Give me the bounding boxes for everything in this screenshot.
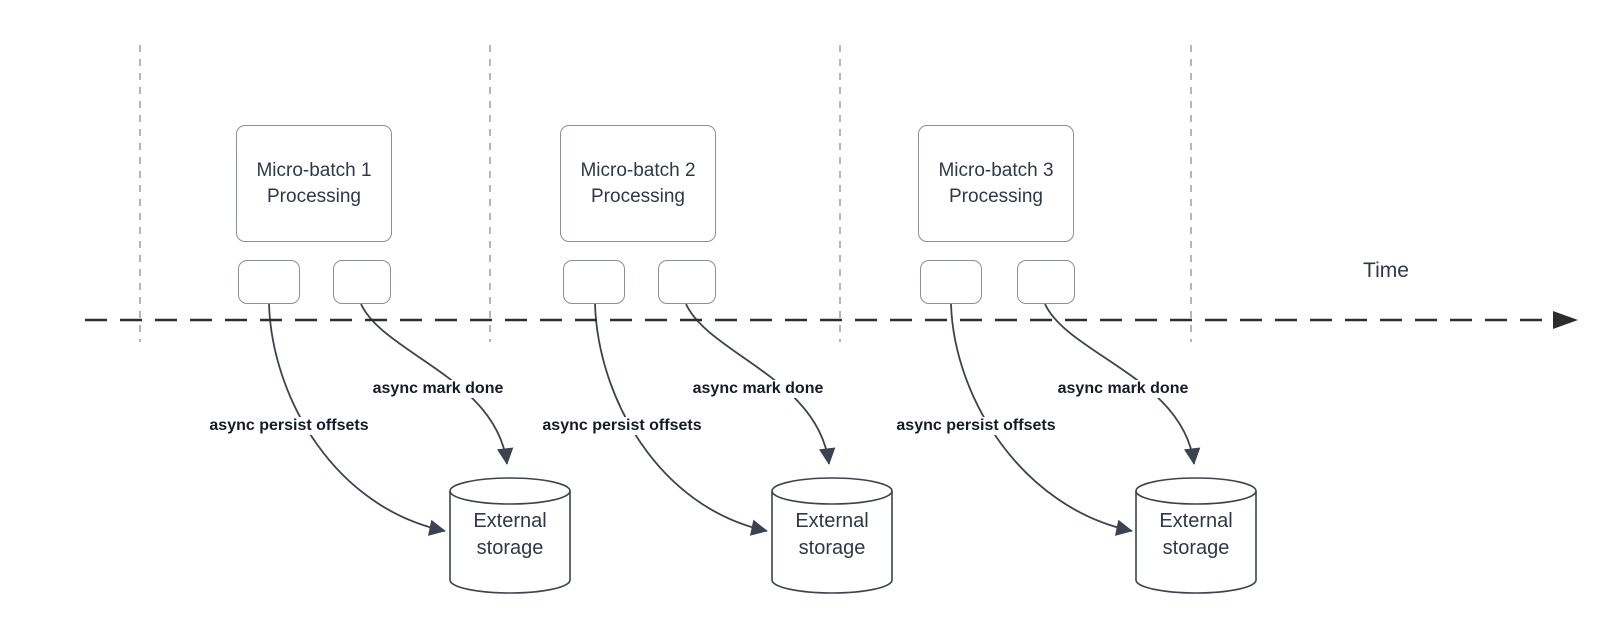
async-persist-offsets-arrow-3 — [950, 303, 1133, 536]
external-storage-cylinder-1 — [449, 477, 571, 594]
micro-batch-2-label-line2: Processing — [591, 185, 685, 207]
micro-batch-3-label-line1: Micro-batch 3 — [938, 159, 1054, 181]
micro-batch-2-label-line1: Micro-batch 2 — [580, 159, 696, 181]
time-axis-arrowhead-icon — [1553, 311, 1578, 329]
external-storage-label-line1: External — [473, 510, 547, 532]
external-storage-label-1: External storage — [450, 502, 570, 568]
async-persist-offsets-arrow-1 — [268, 303, 446, 536]
micro-batch-3-processing-box: Micro-batch 3 Processing — [918, 125, 1074, 242]
external-storage-label-line2: storage — [1162, 537, 1230, 559]
micro-batch-1-label-line1: Micro-batch 1 — [256, 159, 372, 181]
async-persist-offsets-label-3: async persist offsets — [893, 417, 1059, 435]
async-persist-offsets-label-1: async persist offsets — [206, 417, 372, 435]
time-axis-label: Time — [1363, 259, 1409, 282]
external-storage-label-2: External storage — [772, 502, 892, 568]
micro-batch-2-processing-box: Micro-batch 2 Processing — [560, 125, 716, 242]
external-storage-label-line1: External — [1159, 510, 1233, 532]
cylinder-body — [1135, 477, 1257, 594]
external-storage-label-line2: storage — [798, 537, 866, 559]
async-mark-done-arrow-3 — [1044, 303, 1201, 465]
async-mark-done-arrow-1 — [360, 303, 514, 465]
async-mark-done-label-3: async mark done — [1054, 380, 1192, 398]
cylinder-body — [449, 477, 571, 594]
cylinder-lid-arc — [449, 490, 571, 505]
micro-batch-1-processing-box: Micro-batch 1 Processing — [236, 125, 392, 242]
async-persist-offsets-label-2: async persist offsets — [539, 417, 705, 435]
cylinder-body — [771, 477, 893, 594]
mark-done-source-box-1 — [333, 260, 391, 304]
micro-batch-1-label-line2: Processing — [267, 185, 361, 207]
external-storage-cylinder-3 — [1135, 477, 1257, 594]
external-storage-label-line1: External — [795, 510, 869, 532]
cylinder-lid-arc — [1135, 490, 1257, 505]
async-mark-done-arrow-2 — [685, 303, 836, 465]
external-storage-label-3: External storage — [1136, 502, 1256, 568]
external-storage-cylinder-2 — [771, 477, 893, 594]
micro-batch-3-label-line2: Processing — [949, 185, 1043, 207]
async-persist-offsets-arrow-2 — [594, 303, 768, 536]
mark-done-source-box-3 — [1017, 260, 1075, 304]
async-mark-done-label-1: async mark done — [369, 380, 507, 398]
external-storage-label-line2: storage — [476, 537, 544, 559]
persist-offsets-source-box-2 — [563, 260, 625, 304]
mark-done-source-box-2 — [658, 260, 716, 304]
persist-offsets-source-box-3 — [920, 260, 982, 304]
cylinder-lid-arc — [771, 490, 893, 505]
persist-offsets-source-box-1 — [238, 260, 300, 304]
async-mark-done-label-2: async mark done — [689, 380, 827, 398]
